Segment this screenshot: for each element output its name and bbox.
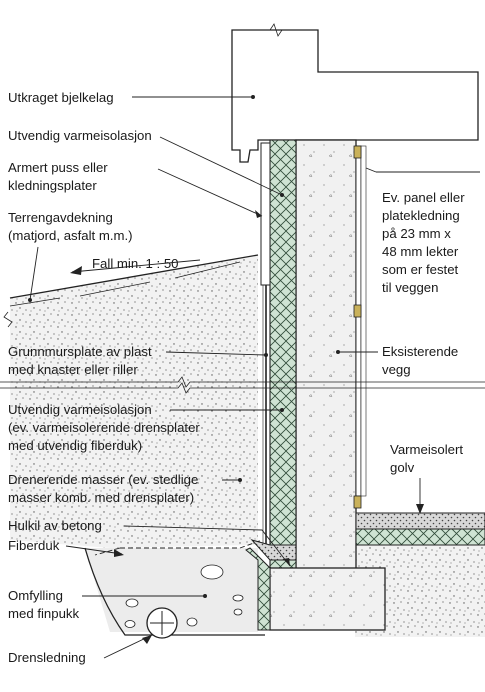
existing-wall [295,139,357,571]
footing-insulation [245,547,271,631]
exterior-insulation [269,139,297,571]
gravel-stones [124,564,244,628]
svg-text:Fiberduk: Fiberduk [8,538,60,553]
svg-text:golv: golv [390,460,415,475]
excavation-outline [84,547,265,636]
label-eksisterende-vegg: Eksisterende vegg [336,344,458,377]
batten-top [353,145,362,159]
svg-text:48 mm lekter: 48 mm lekter [382,244,459,259]
svg-text:kledningsplater: kledningsplater [8,178,97,193]
svg-text:vegg: vegg [382,362,411,377]
svg-text:Terrengavdekning: Terrengavdekning [8,210,113,225]
svg-text:masser komb. med drensplater): masser komb. med drensplater) [8,490,194,505]
svg-text:Omfylling: Omfylling [8,588,63,603]
fiberduk-line [120,539,263,549]
foundation-footing [269,567,386,631]
label-utvendig-varmeisolasjon-top: Utvendig varmeisolasjon [8,128,284,197]
label-terrengavdekning: Terrengavdekning (matjord, asfalt m.m.) [8,210,133,302]
svg-text:Eksisterende: Eksisterende [382,344,458,359]
svg-text:Grunnmursplate av plast: Grunnmursplate av plast [8,344,152,359]
label-fiberduk: Fiberduk [8,538,124,557]
svg-text:platekledning: platekledning [382,208,460,223]
svg-text:Hulkil av betong: Hulkil av betong [8,518,102,533]
svg-text:Fall min. 1 : 50: Fall min. 1 : 50 [92,256,179,271]
svg-text:Armert puss eller: Armert puss eller [8,160,108,175]
batten-bottom [353,495,362,509]
label-hulkil: Hulkil av betong [8,518,291,567]
label-drenerende-masser: Drenerende masser (ev. stedlige masser k… [8,472,242,505]
svg-text:(ev. varmeisolerende drensplat: (ev. varmeisolerende drensplater [8,420,200,435]
label-armert-puss: Armert puss eller kledningsplater [8,160,263,218]
topsoil-texture [9,261,241,307]
batten-middle [353,304,362,318]
label-varmeisolert-golv: Varmeisolert golv [390,442,463,514]
svg-text:Utvendig varmeisolasjon: Utvendig varmeisolasjon [8,128,152,143]
drain-pipe [146,607,178,639]
svg-text:(matjord, asfalt m.m.): (matjord, asfalt m.m.) [8,228,133,243]
svg-text:til veggen: til veggen [382,280,438,295]
label-utvendig-varmeisolasjon-bottom: Utvendig varmeisolasjon (ev. varmeisoler… [8,402,284,453]
svg-text:på 23 mm x: på 23 mm x [382,226,451,241]
svg-text:Ev. panel eller: Ev. panel eller [382,190,465,205]
svg-text:med knaster eller riller: med knaster eller riller [8,362,138,377]
break-lines [0,23,485,394]
render-cladding [260,142,271,286]
label-omfylling: Omfylling med finpukk [8,588,207,621]
svg-text:med utvendig fiberduk): med utvendig fiberduk) [8,438,142,453]
svg-text:Utkraget bjelkelag: Utkraget bjelkelag [8,90,114,105]
svg-text:med finpukk: med finpukk [8,606,80,621]
label-fall: Fall min. 1 : 50 [70,256,201,275]
insulated-floor [355,512,485,546]
label-drensledning: Drensledning [8,635,152,665]
concrete-fillet [250,539,297,561]
label-grunnmursplate: Grunnmursplate av plast med knaster elle… [8,344,268,377]
interior-panel [353,145,367,509]
terrain-surface-line [9,254,259,299]
svg-text:som er festet: som er festet [382,262,459,277]
cantilever-joist-structure [231,29,479,163]
svg-text:Utvendig varmeisolasjon: Utvendig varmeisolasjon [8,402,152,417]
svg-text:Varmeisolert: Varmeisolert [390,442,463,457]
svg-text:Drensledning: Drensledning [8,650,86,665]
label-utkraget-bjelkelag: Utkraget bjelkelag [8,90,255,105]
label-panel: Ev. panel eller platekledning på 23 mm x… [365,167,480,295]
svg-text:Drenerende masser (ev. stedlig: Drenerende masser (ev. stedlige [8,472,198,487]
